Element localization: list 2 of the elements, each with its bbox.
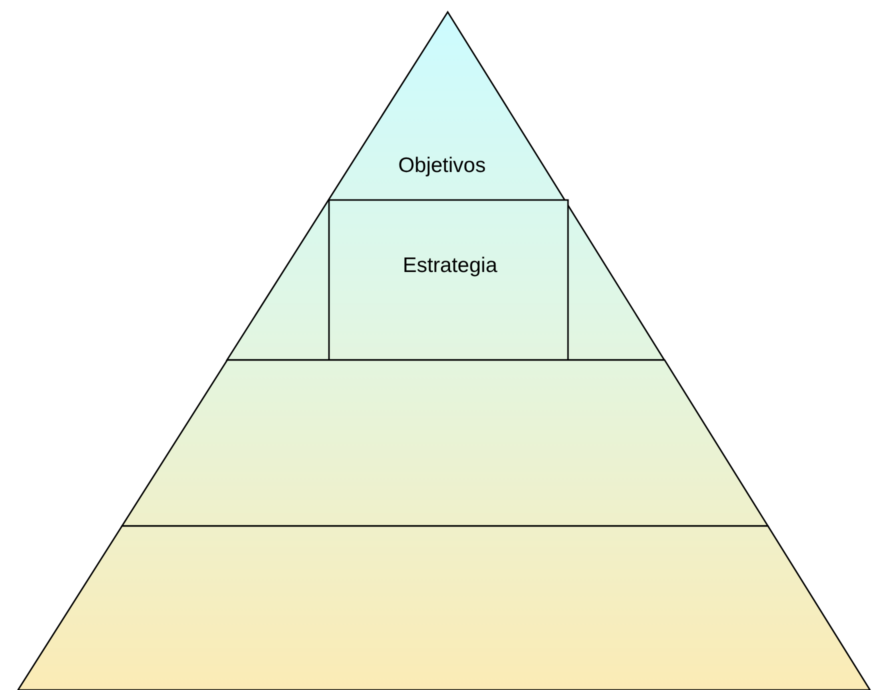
- level-label: Estrategia: [402, 254, 498, 278]
- level-label: Objetivos: [398, 154, 486, 178]
